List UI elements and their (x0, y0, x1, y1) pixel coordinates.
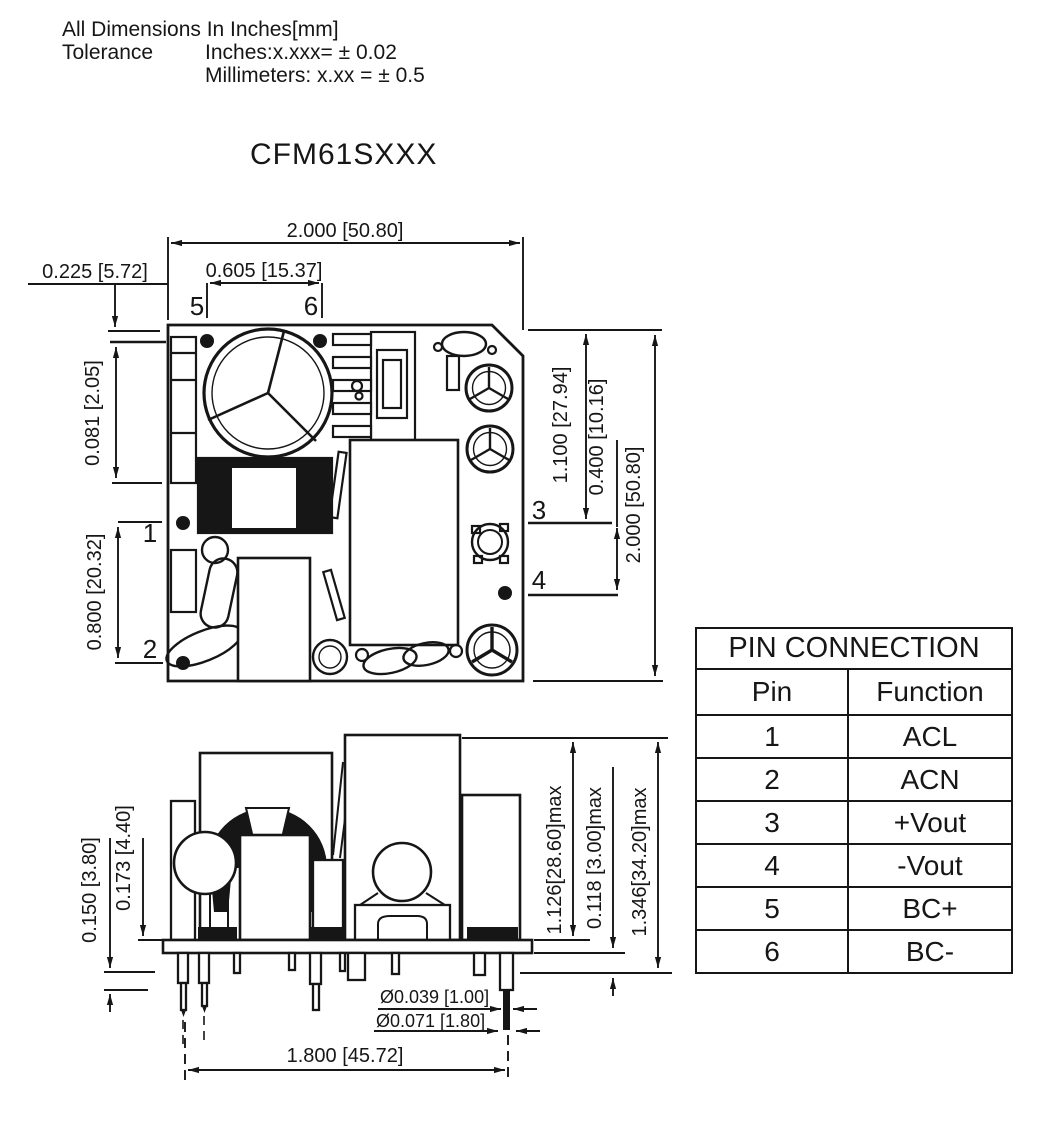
dim-edge-pins-label: 0.081 [2.05] (82, 360, 104, 466)
pin-pads (176, 334, 512, 670)
part-number-title: CFM61SXXX (250, 138, 438, 171)
table-row: 5 BC+ (695, 886, 1013, 931)
table-row: 2 ACN (695, 757, 1013, 802)
large-capacitor (202, 327, 334, 459)
pin5-label: 5 (190, 291, 204, 321)
function-cell: -Vout (847, 843, 1013, 888)
top-right-component (432, 330, 498, 392)
function-cell: ACN (847, 757, 1013, 802)
pin6-label: 6 (304, 291, 318, 321)
pin-cell: 2 (695, 757, 849, 802)
pin-cell: 6 (695, 929, 849, 974)
side-view-dimensions (104, 737, 672, 1082)
function-cell: BC- (847, 929, 1013, 974)
power-module-block (348, 438, 460, 647)
lower-left-components (165, 535, 464, 683)
tolerance-millimeters: Millimeters: x.xx = ± 0.5 (205, 64, 425, 87)
dim-pin-dia-large-label: Ø0.071 [1.80] (376, 1011, 485, 1031)
dim-pin12-label: 0.800 [20.32] (84, 534, 106, 651)
pin-cell: 5 (695, 886, 849, 931)
table-row: 6 BC- (695, 929, 1013, 974)
heatsink (331, 330, 417, 455)
dim-pin34-label: 0.400 [10.16] (586, 379, 608, 496)
pin1-label: 1 (143, 518, 157, 548)
dimensions-note-line: All Dimensions In Inches[mm] (62, 18, 339, 41)
output-capacitor-1 (464, 363, 514, 413)
function-cell: +Vout (847, 800, 1013, 845)
solder-pads (198, 927, 518, 940)
left-connector-strip (169, 335, 198, 614)
pin2-label: 2 (143, 634, 157, 664)
side-right-rect (460, 793, 522, 942)
dim-total-height-label: 1.346[34.20]max (629, 788, 651, 937)
pin-table-title: PIN CONNECTION (695, 627, 1013, 670)
dim-lead-shoulder-label: 0.173 [4.40] (113, 805, 135, 911)
pin-connection-table: PIN CONNECTION Pin Function 1 ACL 2 ACN … (695, 627, 1013, 974)
dim-left-offset-label: 0.225 [5.72] (42, 261, 148, 283)
trimmer-potentiometer (470, 522, 510, 565)
pin-table-col-function: Function (847, 668, 1013, 716)
tolerance-label: Tolerance (62, 41, 154, 64)
table-row: 3 +Vout (695, 800, 1013, 845)
table-row: 1 ACL (695, 714, 1013, 759)
dim-pcb-thickness-label: 0.118 [3.00]max (584, 787, 606, 929)
pcb-bar (161, 938, 534, 955)
dim-right-height-label: 2.000 [50.80] (623, 447, 645, 564)
function-cell: BC+ (847, 886, 1013, 931)
lead-strips (321, 450, 348, 622)
dim-pin-span-label: 1.800 [45.72] (287, 1045, 404, 1067)
pin-cell: 3 (695, 800, 849, 845)
pin-cell: 1 (695, 714, 849, 759)
dim-pin56-label: 0.605 [15.37] (206, 260, 323, 282)
output-capacitor-2 (465, 424, 515, 474)
side-mid-small-rect (311, 858, 345, 942)
table-row: 4 -Vout (695, 843, 1013, 888)
pin-table-col-pin: Pin (695, 668, 849, 716)
transformer-top (196, 456, 334, 535)
dim-body-height-label: 1.126[28.60]max (544, 786, 566, 935)
side-capacitor-left (172, 830, 238, 896)
side-front-rect (238, 833, 312, 942)
side-view-drawing (161, 733, 534, 1048)
top-view-drawing (165, 323, 525, 683)
dim-pin-dia-small-label: Ø0.039 [1.00] (380, 987, 489, 1007)
tolerance-note: All Dimensions In Inches[mm] Tolerance I… (62, 18, 425, 87)
function-cell: ACL (847, 714, 1013, 759)
pins (176, 951, 515, 1030)
dim-standoff-label: 0.150 [3.80] (79, 837, 101, 943)
pin-cell: 4 (695, 843, 849, 888)
pin4-label: 4 (532, 565, 546, 595)
output-capacitor-3 (465, 623, 519, 677)
pin3-label: 3 (532, 495, 546, 525)
tolerance-inches: Inches:x.xxx= ± 0.02 (205, 41, 397, 64)
top-view-dimensions (28, 237, 663, 682)
dim-top-width-label: 2.000 [50.80] (287, 220, 404, 242)
dim-pin3-top-label: 1.100 [27.94] (550, 367, 572, 484)
